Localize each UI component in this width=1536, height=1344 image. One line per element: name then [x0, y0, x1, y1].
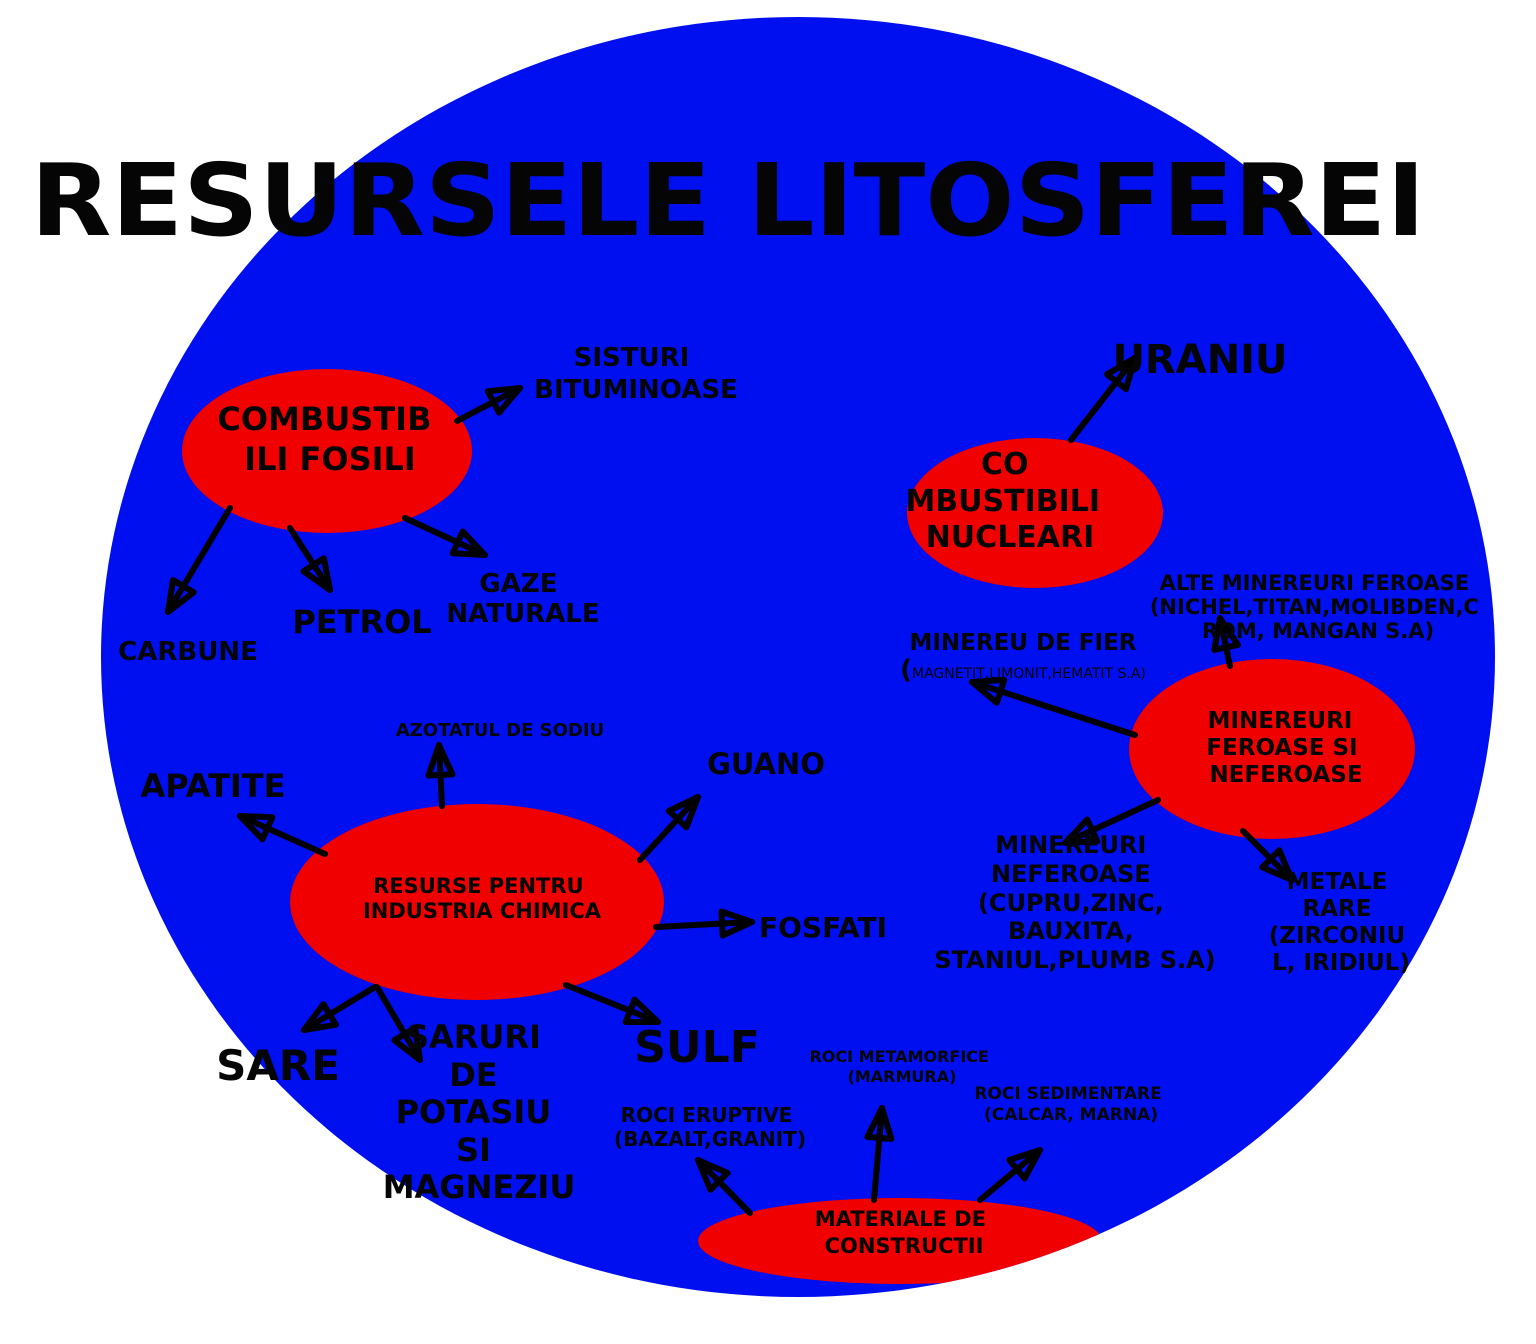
arrow — [1240, 828, 1295, 883]
label-minereu-fier-detail: (MAGNETIT,LIMONIT,HEMATIT S.A) — [900, 655, 1146, 685]
arrow — [977, 1147, 1043, 1203]
node-combustibili-nucleari — [907, 438, 1163, 588]
label-neferoase: MINEREURI NEFEROASE (CUPRU,ZINC, BAUXITA… — [934, 831, 1215, 974]
arrow — [374, 984, 423, 1063]
label-alte-feroase: ALTE MINEREURI FEROASE (NICHEL,TITAN,MOL… — [1150, 571, 1486, 643]
page-title: RESURSELE LITOSFEREI — [31, 142, 1426, 259]
node-industria-chimica — [290, 804, 664, 1000]
arrow — [287, 525, 333, 593]
label-roci-sedimentare: ROCI SEDIMENTARE (CALCAR, MARNA) — [974, 1084, 1167, 1125]
arrow — [425, 742, 456, 809]
arrow — [695, 1157, 753, 1216]
label-azotatul: AZOTATUL DE SODIU — [396, 720, 604, 741]
node-minereuri — [1129, 659, 1415, 839]
label-saruri: SARURI DE POTASIU SI MAGNEZIU — [383, 1018, 576, 1206]
arrow — [563, 982, 661, 1025]
arrow — [637, 794, 701, 863]
arrow — [653, 908, 755, 939]
label-apatite: APATITE — [141, 767, 286, 805]
node-label: CO MBUSTIBILI NUCLEARI — [905, 447, 1110, 555]
arrow — [1068, 355, 1138, 443]
label-fosfati: FOSFATI — [759, 911, 887, 944]
label-sulf: SULF — [634, 1022, 760, 1073]
label-guano: GUANO — [707, 747, 825, 781]
arrow — [237, 813, 328, 857]
label-roci-metamorfice: ROCI METAMORFICE (MARMURA) — [809, 1047, 994, 1086]
node-label: MATERIALE DE CONSTRUCTII — [815, 1207, 994, 1258]
node-label: MINEREURI FEROASE SI NEFEROASE — [1206, 708, 1365, 788]
label-carbune: CARBUNE — [118, 637, 258, 667]
label-metale-rare: METALE RARE (ZIRCONIU L, IRIDIUL) — [1269, 869, 1413, 976]
node-materiale-constructii — [698, 1198, 1102, 1284]
label-petrol: PETROL — [292, 603, 431, 641]
arrow — [1211, 615, 1241, 669]
arrow — [301, 984, 378, 1033]
arrows — [165, 355, 1295, 1216]
label-sisturi: SISTURI BITUMINOASE — [534, 343, 738, 405]
label-uraniu: URANIU — [1112, 337, 1287, 383]
node-label: RESURSE PENTRU INDUSTRIA CHIMICA — [363, 874, 602, 923]
arrow — [454, 385, 523, 424]
label-minereu-fier: MINEREU DE FIER — [909, 630, 1136, 656]
label-gaze: GAZE NATURALE — [446, 569, 599, 629]
label-sare: SARE — [216, 1041, 340, 1090]
arrow — [864, 1105, 895, 1203]
arrow — [165, 505, 233, 615]
node-combustibili-fosili — [182, 369, 472, 533]
arrow — [1062, 797, 1161, 846]
label-roci-eruptive: ROCI ERUPTIVE (BAZALT,GRANIT) — [614, 1103, 806, 1151]
arrow — [969, 676, 1138, 738]
arrow — [402, 515, 488, 558]
node-label: COMBUSTIB ILI FOSILI — [217, 400, 442, 478]
